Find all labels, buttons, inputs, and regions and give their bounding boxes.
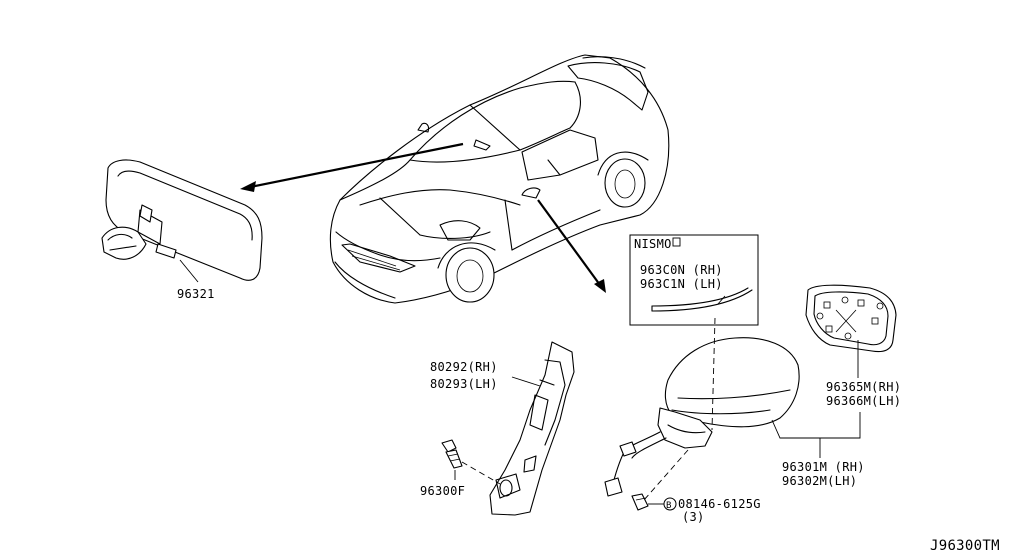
label-mirror-rh: 96301M (RH): [782, 460, 865, 474]
mirror-bracket: [489, 341, 575, 516]
bolt-dash: [461, 461, 501, 485]
leader-mirror-bracket: [771, 412, 861, 439]
label-bracket-rh: 80292(RH): [430, 360, 498, 374]
door-mirror-assembly: [604, 337, 800, 497]
leader-bracket: [511, 376, 541, 387]
nismo-box: [629, 234, 759, 326]
pointer-arrows: [240, 142, 606, 293]
label-bolt: 96300F: [420, 484, 465, 498]
label-mirror-lh: 96302M(LH): [782, 474, 857, 488]
screw-symbol: B: [666, 501, 672, 511]
screw-part: [631, 493, 649, 511]
mirror-glass: [805, 284, 897, 353]
label-trim-rh: 963C0N (RH): [640, 263, 723, 277]
label-bracket-lh: 80293(LH): [430, 377, 498, 391]
label-screw-qty: (3): [682, 510, 705, 524]
bolt-part: [441, 439, 463, 469]
label-trim-lh: 963C1N (LH): [640, 277, 723, 291]
rear-view-mirror: [101, 159, 263, 281]
mirror-dash-v: [711, 317, 716, 431]
diagram-id: J96300TM: [930, 538, 1000, 554]
nismo-trim-strip: [651, 287, 753, 312]
leader-rear-mirror: [179, 259, 199, 283]
leader-trim: [717, 295, 726, 305]
label-screw: 08146-6125G: [678, 497, 761, 511]
b-symbol-icon: [663, 497, 677, 511]
nismo-title: NISMO: [634, 237, 672, 251]
car-illustration: [329, 54, 670, 304]
nismo-square-icon: [672, 237, 681, 247]
label-glass-rh: 96365M(RH): [826, 380, 901, 394]
label-glass-lh: 96366M(LH): [826, 394, 901, 408]
mirror-dash-screw: [643, 449, 689, 501]
label-rear-mirror: 96321: [177, 287, 215, 301]
